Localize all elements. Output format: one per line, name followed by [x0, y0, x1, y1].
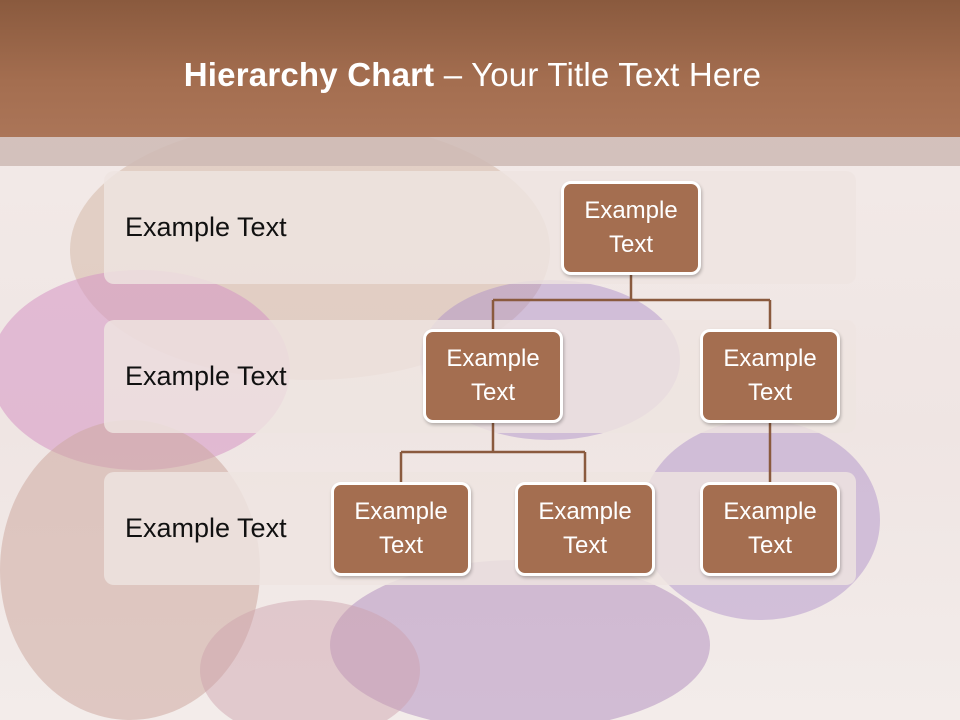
- slide-title-rest: – Your Title Text Here: [434, 56, 762, 93]
- level-3-label: Example Text: [125, 513, 287, 543]
- level-2-label: Example Text: [125, 361, 287, 391]
- node-level3-c[interactable]: Example Text: [700, 482, 840, 576]
- level-band-1: Example Text: [104, 171, 856, 284]
- slide-title-bold: Hierarchy Chart: [183, 56, 435, 93]
- slide-title: Hierarchy Chart – Your Title Text Here: [0, 56, 945, 94]
- level-1-label: Example Text: [125, 212, 287, 242]
- node-level3-b[interactable]: Example Text: [515, 482, 655, 576]
- node-level2-right[interactable]: Example Text: [700, 329, 840, 423]
- node-level2-left[interactable]: Example Text: [423, 329, 563, 423]
- title-bar: [0, 0, 960, 137]
- connector-left-to-level3: [399, 422, 587, 482]
- title-bar-strip: [0, 137, 960, 166]
- node-root[interactable]: Example Text: [561, 181, 701, 275]
- node-level3-a[interactable]: Example Text: [331, 482, 471, 576]
- connector-root-to-level2: [491, 275, 772, 329]
